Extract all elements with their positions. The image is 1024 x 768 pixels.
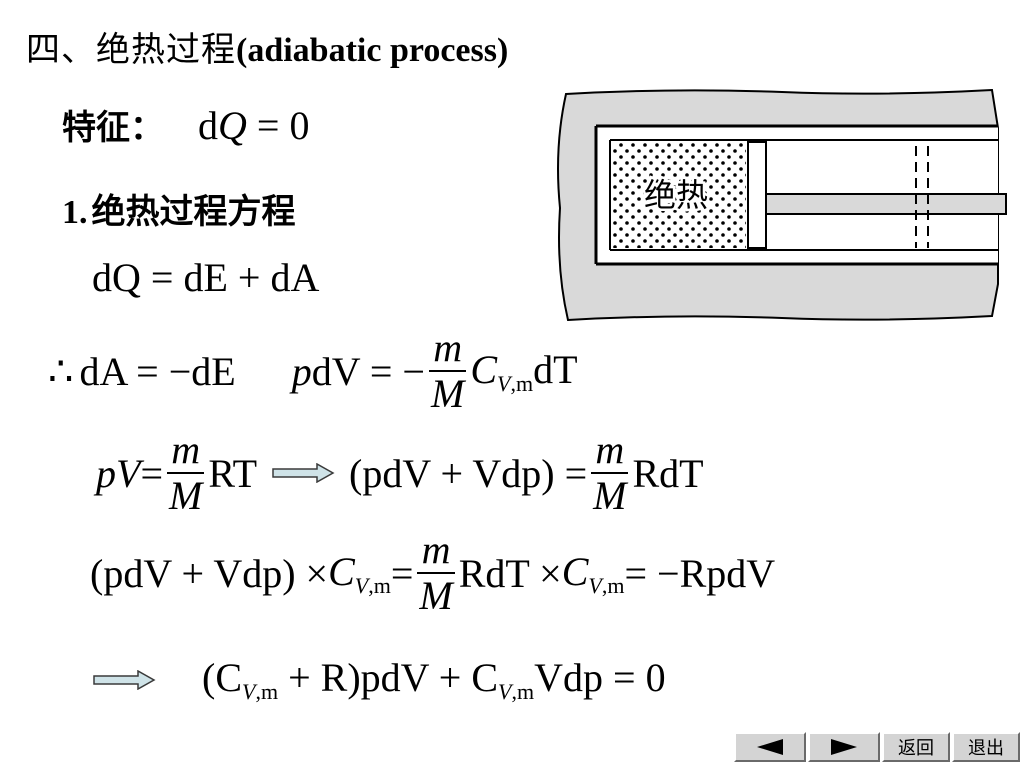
slide-navigation: 返回 退出	[734, 732, 1020, 766]
triangle-right-icon	[831, 739, 857, 755]
section-heading: 1. 绝热过程方程	[62, 184, 296, 233]
feature-line: 特征： dQ = 0	[62, 100, 309, 149]
exit-button[interactable]: 退出	[952, 732, 1020, 762]
section-number: 1.	[62, 194, 88, 231]
previous-button[interactable]	[734, 732, 806, 762]
title-text: 绝热过程	[96, 30, 236, 70]
right-arrow-icon	[272, 463, 335, 483]
piston	[747, 141, 767, 249]
adiabatic-label: 绝热	[644, 176, 708, 214]
equation-result: (CV,m + R)pdV + CV,mVdp = 0	[92, 654, 666, 705]
feature-label: 特征：	[62, 108, 164, 148]
slide-title: 四、绝热过程(adiabatic process)	[26, 22, 508, 71]
piston-rod	[765, 193, 1007, 215]
section-label: 绝热过程方程	[91, 192, 296, 232]
equation-first-law: dQ = dE + dA	[92, 255, 320, 300]
gas-region	[612, 142, 746, 248]
feature-equation: dQ = 0	[198, 103, 310, 148]
triangle-left-icon	[757, 739, 783, 755]
next-button[interactable]	[808, 732, 880, 762]
title-english: (adiabatic process)	[236, 32, 509, 69]
adiabatic-cylinder-diagram: 绝热	[557, 88, 1007, 322]
title-number: 四、	[26, 30, 96, 70]
right-arrow-icon	[93, 669, 156, 690]
back-button[interactable]: 返回	[882, 732, 950, 762]
therefore-symbol: ∴	[48, 348, 74, 394]
